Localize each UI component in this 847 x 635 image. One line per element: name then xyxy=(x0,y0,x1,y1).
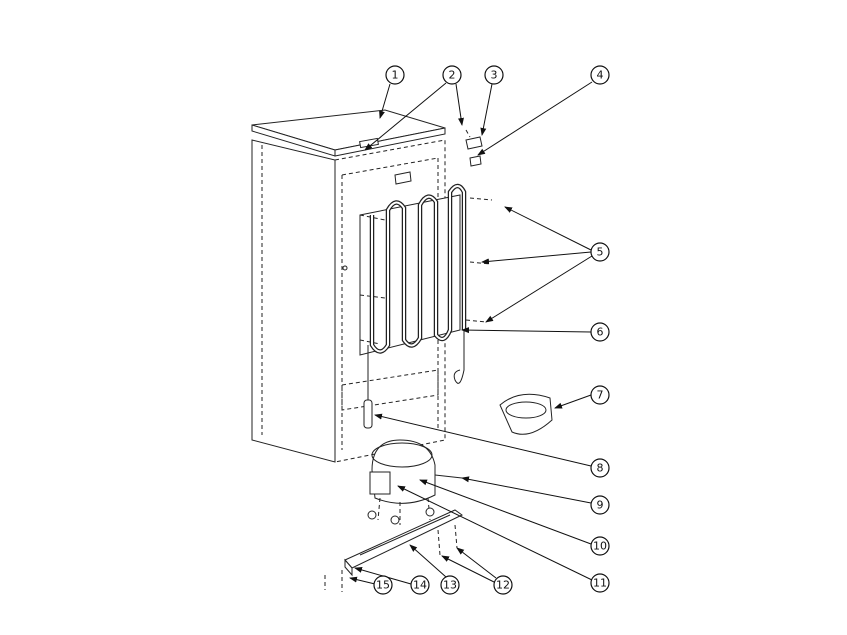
top-cover xyxy=(251,109,446,157)
callout-5: 5 xyxy=(590,242,610,262)
callout-label: 13 xyxy=(443,579,457,592)
leader-lines xyxy=(349,81,593,585)
evaporation-tray xyxy=(499,393,553,435)
callout-11: 11 xyxy=(590,573,610,593)
callout-label: 10 xyxy=(593,540,607,553)
callout-label: 1 xyxy=(392,69,399,82)
callout-label: 11 xyxy=(593,577,607,590)
callout-3: 3 xyxy=(484,65,504,85)
callout-label: 9 xyxy=(597,499,604,512)
callout-9: 9 xyxy=(590,495,610,515)
callout-8: 8 xyxy=(590,458,610,478)
callout-label: 3 xyxy=(491,69,498,82)
hinge-parts xyxy=(394,129,483,185)
callout-label: 4 xyxy=(597,69,604,82)
callout-label: 2 xyxy=(449,69,456,82)
callout-label: 14 xyxy=(413,579,427,592)
callout-label: 12 xyxy=(496,579,510,592)
callout-15: 15 xyxy=(373,575,393,595)
compressor xyxy=(369,439,463,525)
callout-2: 2 xyxy=(442,65,462,85)
callout-label: 8 xyxy=(597,462,604,475)
callout-1: 1 xyxy=(385,65,405,85)
callout-7: 7 xyxy=(590,385,610,405)
callout-label: 7 xyxy=(597,389,604,402)
callout-label: 6 xyxy=(597,326,604,339)
callout-10: 10 xyxy=(590,536,610,556)
base-plate xyxy=(324,507,463,592)
callout-label: 15 xyxy=(376,579,390,592)
callout-4: 4 xyxy=(590,65,610,85)
callout-12: 12 xyxy=(493,575,513,595)
callout-14: 14 xyxy=(410,575,430,595)
callout-13: 13 xyxy=(440,575,460,595)
callout-6: 6 xyxy=(590,322,610,342)
callout-label: 5 xyxy=(597,246,604,259)
condenser-coil xyxy=(359,183,493,429)
